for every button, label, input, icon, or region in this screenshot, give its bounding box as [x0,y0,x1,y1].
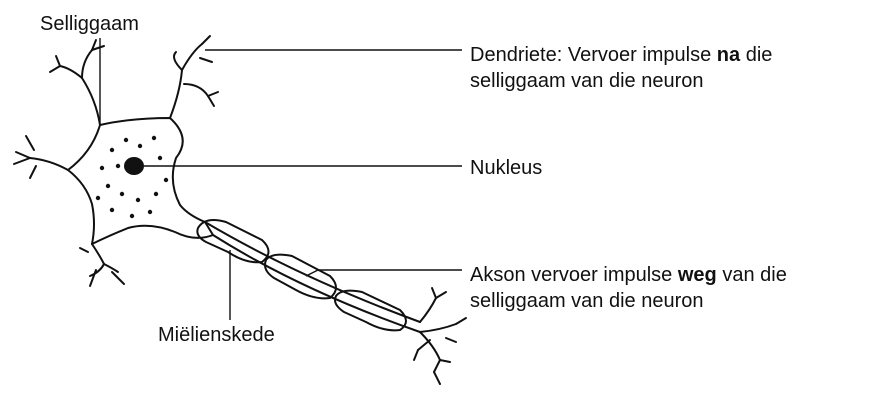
cell-body-label: Selliggaam [40,11,139,37]
dendrites-label-line2: selliggaam van die neuron [470,68,772,94]
nucleus-label: Nukleus [470,155,542,181]
axon-text-post: van die [717,264,787,286]
cytoplasm-dots [96,136,168,218]
dendrites-text-pre: Dendriete: Vervoer impulse [470,44,717,66]
nucleus-text: Nukleus [470,157,542,179]
dendrites-label: Dendriete: Vervoer impulse na die sellig… [470,42,772,94]
axon-text-bold: weg [678,264,717,286]
cell-body-text: Selliggaam [40,13,139,35]
axon-label: Akson vervoer impulse weg van die sellig… [470,262,787,314]
axon-label-line1: Akson vervoer impulse weg van die [470,262,787,288]
myelin-sheath-text: Miëlienskede [158,324,275,346]
dendrites [14,36,218,286]
dendrites-label-line1: Dendriete: Vervoer impulse na die [470,42,772,68]
myelin-segment [335,291,406,331]
dendrites-text-post: die [740,44,772,66]
leader-lines [100,38,462,320]
axon-label-line2: selliggaam van die neuron [470,288,787,314]
axon-text-pre: Akson vervoer impulse [470,264,678,286]
nucleus [124,157,144,175]
dendrites-text-bold: na [717,44,740,66]
axon [197,220,466,384]
cell-body [68,118,213,244]
myelin-sheath-label: Miëlienskede [158,322,275,348]
